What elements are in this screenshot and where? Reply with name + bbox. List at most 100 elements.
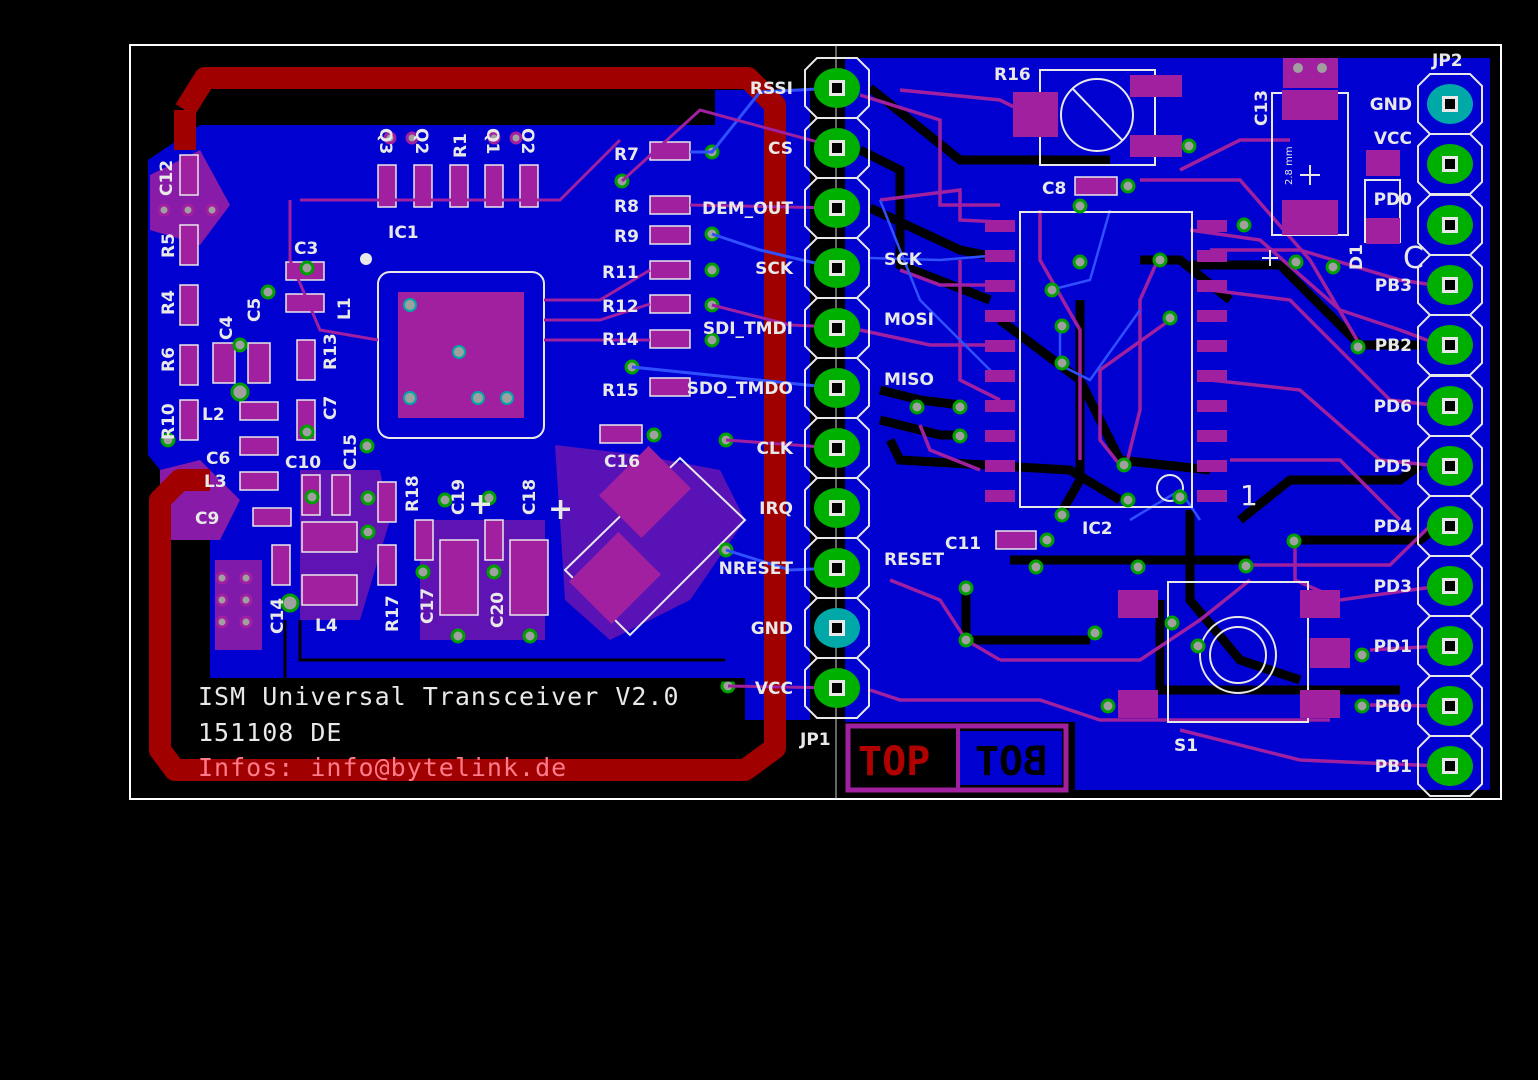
label-c5: C5 bbox=[245, 298, 265, 322]
jp1-left-label: DEM_OUT bbox=[702, 199, 793, 219]
jp1-pad-irq bbox=[804, 477, 870, 539]
label-r14: R14 bbox=[602, 330, 639, 350]
label-r17: R17 bbox=[383, 595, 403, 632]
jp2-pad-gnd bbox=[1417, 73, 1483, 135]
jp2-pad-pb3 bbox=[1417, 254, 1483, 316]
jp2-label: VCC bbox=[1374, 129, 1412, 149]
jp2-label: GND bbox=[1370, 95, 1412, 115]
jp1-right-label: MISO bbox=[884, 370, 934, 390]
crystal-outline bbox=[563, 446, 747, 637]
label-c13: C13 bbox=[1252, 90, 1272, 126]
label-c9: C9 bbox=[195, 509, 219, 529]
jp1-right-label: MOSI bbox=[884, 310, 934, 330]
label-c19: C19 bbox=[449, 479, 469, 515]
top-copper-ring bbox=[149, 67, 786, 781]
board-info-text: ISM Universal Transceiver V2.0 151108 DE… bbox=[198, 682, 680, 782]
label-r15: R15 bbox=[602, 381, 639, 401]
jp2-label: PB0 bbox=[1375, 697, 1412, 717]
jp1-left-label: RSSI bbox=[750, 79, 793, 99]
c13-capacitor bbox=[1262, 58, 1349, 275]
label-c-marker: C bbox=[1403, 241, 1424, 276]
ic2-footprint bbox=[985, 211, 1227, 508]
left-vias bbox=[160, 144, 736, 694]
label-plus-c19: + bbox=[468, 487, 493, 522]
c11-part bbox=[995, 530, 1055, 550]
jp1-labels: RSSICSDEM_OUTSCKSDI_TMDISDO_TMDOCLKIRQNR… bbox=[687, 79, 945, 699]
jp2-pads bbox=[1417, 73, 1483, 797]
label-c6: C6 bbox=[206, 449, 230, 469]
board-outline bbox=[129, 44, 1502, 800]
c8-part bbox=[1074, 176, 1136, 196]
label-r10: R10 bbox=[159, 403, 179, 440]
label-c17: C17 bbox=[418, 588, 438, 624]
label-q3: Q3 bbox=[375, 128, 395, 154]
jp1-pads bbox=[804, 57, 870, 719]
jp2-label: PB2 bbox=[1375, 336, 1412, 356]
label-c10: C10 bbox=[285, 453, 321, 473]
jp2-label: PD0 bbox=[1374, 190, 1413, 210]
jp1-left-label: IRQ bbox=[759, 499, 793, 519]
label-c20: C20 bbox=[488, 592, 508, 628]
label-ic2-pin1: 1 bbox=[1240, 479, 1258, 512]
label-l2: L2 bbox=[202, 405, 225, 425]
jp1-left-label: CS bbox=[768, 139, 793, 159]
bot-layer-label: BOT bbox=[975, 739, 1047, 785]
top-layer-label: TOP bbox=[858, 739, 930, 785]
jp1-right-label: RESET bbox=[884, 550, 945, 570]
label-d1: D1 bbox=[1347, 244, 1367, 270]
jp2-label: PD3 bbox=[1374, 577, 1412, 597]
board-title: ISM Universal Transceiver V2.0 bbox=[198, 682, 680, 711]
label-l4: L4 bbox=[315, 616, 338, 636]
label-o2: O2 bbox=[517, 128, 537, 154]
jp2-pad-pd5 bbox=[1417, 435, 1483, 497]
jp1-left-label: SDI_TMDI bbox=[703, 319, 793, 339]
label-r8: R8 bbox=[614, 197, 639, 217]
label-q2: Q2 bbox=[411, 128, 431, 154]
label-c8: C8 bbox=[1042, 179, 1066, 199]
jp2-label: PD4 bbox=[1374, 517, 1413, 537]
label-l1: L1 bbox=[335, 297, 355, 320]
label-q1: Q1 bbox=[482, 128, 502, 154]
jp2-pad-pd1 bbox=[1417, 615, 1483, 677]
jp2-pad-pb0 bbox=[1417, 675, 1483, 737]
jp1-left-label: VCC bbox=[755, 679, 793, 699]
label-jp1: JP1 bbox=[799, 730, 831, 750]
label-r4: R4 bbox=[159, 290, 179, 315]
label-r11: R11 bbox=[602, 263, 639, 283]
label-ic2: IC2 bbox=[1082, 519, 1113, 539]
jp1-right-label: SCK bbox=[884, 250, 923, 270]
jp1-pad-dem_out bbox=[804, 177, 870, 239]
label-c15: C15 bbox=[341, 434, 361, 470]
label-c12: C12 bbox=[157, 160, 177, 196]
jp2-label: PD5 bbox=[1374, 457, 1412, 477]
component-labels: C12 R5 R4 R6 R10 C4 C5 L2 C6 L3 C9 C3 L1… bbox=[157, 51, 1463, 756]
jp1-pad-clk bbox=[804, 417, 870, 479]
jp1-pad-sdi_tmdi bbox=[804, 297, 870, 359]
label-r13: R13 bbox=[321, 333, 341, 370]
right-vias bbox=[909, 198, 1366, 654]
label-c16: C16 bbox=[604, 452, 640, 472]
jp2-label: PD6 bbox=[1374, 397, 1412, 417]
label-plus-c18: + bbox=[548, 492, 573, 527]
label-l3: L3 bbox=[204, 472, 227, 492]
top-bot-box: TOP BOT bbox=[845, 723, 1069, 793]
jp1-pad-rssi bbox=[804, 57, 870, 119]
label-c18: C18 bbox=[520, 479, 540, 515]
jp2-label: PD1 bbox=[1374, 637, 1412, 657]
jp2-label: PB1 bbox=[1375, 757, 1412, 777]
label-r7: R7 bbox=[614, 145, 639, 165]
jp1-left-label: SCK bbox=[755, 259, 794, 279]
ic1-footprint bbox=[360, 253, 545, 439]
d1-diode bbox=[1364, 150, 1401, 244]
label-c4: C4 bbox=[217, 316, 237, 340]
label-r1: R1 bbox=[451, 133, 471, 158]
jp2-label: PB3 bbox=[1375, 276, 1412, 296]
label-s1: S1 bbox=[1174, 736, 1198, 756]
label-jp2: JP2 bbox=[1431, 51, 1463, 71]
label-r12: R12 bbox=[602, 297, 639, 317]
board-date: 151108 DE bbox=[198, 718, 342, 747]
r16-trimmer bbox=[1013, 69, 1197, 166]
jp1-pad-vcc bbox=[804, 657, 870, 719]
